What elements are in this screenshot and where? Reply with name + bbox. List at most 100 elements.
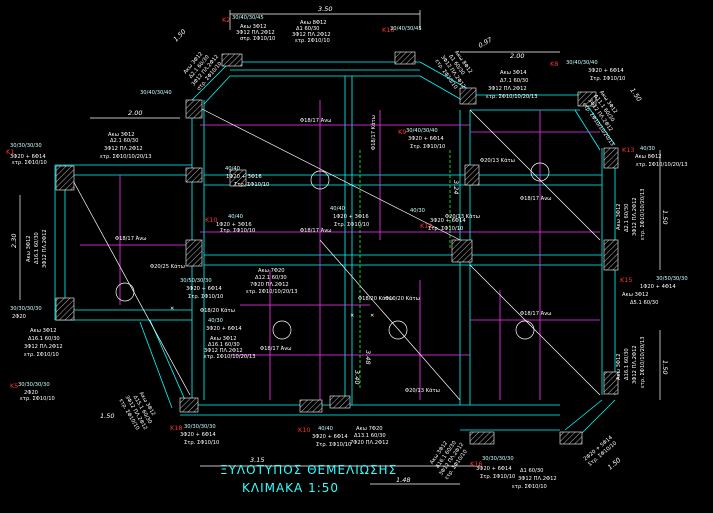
rebar-label: Φ18/17 Άνω (260, 345, 292, 352)
svg-text:K5: K5 (10, 382, 18, 390)
beam-k2: K2 30/40/30/45 Ακω 3Φ12 3Φ12 ΠΛ.2Φ12 στρ… (222, 15, 275, 42)
svg-text:ετρ. ΣΦ10/10/20/13: ετρ. ΣΦ10/10/20/13 (204, 354, 256, 360)
column-k7 (185, 239, 203, 267)
beam-k12: K12 40/30 3Φ20 + 6Φ14 Στρ. ΣΦ10/10 (410, 208, 466, 232)
svg-text:3Φ20 + 6Φ14: 3Φ20 + 6Φ14 (10, 154, 46, 160)
svg-text:K13: K13 (622, 146, 635, 154)
column-k10 (299, 399, 323, 413)
svg-text:3Φ20 + 6Φ14: 3Φ20 + 6Φ14 (476, 466, 512, 472)
svg-text:ετρ. ΣΦ10/10/20/13: ετρ. ΣΦ10/10/20/13 (486, 94, 538, 100)
svg-text:3Φ12 ΠΛ.2Φ12: 3Φ12 ΠΛ.2Φ12 (292, 32, 331, 38)
marker-circle (388, 320, 408, 340)
beam-k11: 40/40 1Φ20 + 3Φ16 Στρ. ΣΦ10/10 (330, 206, 369, 228)
svg-text:30/30/30/30: 30/30/30/30 (184, 424, 216, 430)
svg-text:Στρ. ΣΦ10/10: Στρ. ΣΦ10/10 (220, 228, 255, 234)
svg-text:Ακω 8Φ12: Ακω 8Φ12 (635, 154, 662, 160)
drawing-title: ΞΥΛΟΤΥΠΟΣ ΘΕΜΕΛΙΩΣΗΣ ΚΛΙΜΑΚΑ 1:50 (220, 463, 396, 495)
beam-k9: K9 30/40/30/40 3Φ20 + 6Φ14 Στρ. ΣΦ10/10 (398, 128, 445, 150)
svg-text:Ακω 7Φ20: Ακω 7Φ20 (258, 268, 285, 274)
column-k17 (603, 371, 619, 395)
svg-text:✕: ✕ (170, 306, 174, 312)
svg-text:ετρ. ΣΦ10/10: ετρ. ΣΦ10/10 (295, 38, 330, 44)
column-k2 (221, 53, 243, 67)
svg-text:30/30/30/30: 30/30/30/30 (18, 382, 50, 388)
column-k1 (55, 165, 75, 191)
svg-text:30/40/30/40: 30/40/30/40 (566, 60, 598, 66)
title-line2: ΚΛΙΜΑΚΑ 1:50 (242, 481, 339, 495)
foundation-beams (54, 61, 616, 441)
beam-k14: K15 30/50/30/30 1Φ20 + 4Φ14 Ακω 3Φ12 Δ5.… (620, 276, 688, 306)
svg-text:3Φ12 ΠΛ.2Φ12: 3Φ12 ΠΛ.2Φ12 (104, 146, 143, 152)
svg-text:3Φ12 ΠΛ.2Φ12: 3Φ12 ΠΛ.2Φ12 (204, 348, 243, 354)
rebar-label: Φ18/17 Άνω (300, 227, 332, 234)
rebar-label: Φ20/13 Κάτω (405, 387, 440, 394)
dim-bottom2: 1.48 (396, 476, 410, 484)
marker-circle (115, 282, 135, 302)
svg-text:ετρ. ΣΦ10/10/20/13: ετρ. ΣΦ10/10/20/13 (640, 336, 646, 388)
svg-text:30/30/30/30: 30/30/30/30 (10, 306, 42, 312)
dim-mid1: 3.48 (364, 350, 372, 364)
svg-text:K2: K2 (222, 16, 230, 24)
svg-text:3Φ12 ΠΛ.2Φ12: 3Φ12 ΠΛ.2Φ12 (518, 476, 557, 482)
svg-text:1Φ20 + 3Φ16: 1Φ20 + 3Φ16 (226, 174, 262, 180)
svg-text:1Φ20 + 3Φ16: 1Φ20 + 3Φ16 (216, 222, 252, 228)
dim-top-left: 1.50 (172, 28, 188, 44)
svg-text:Δ7.1 60/30: Δ7.1 60/30 (500, 78, 528, 84)
column-k11 (469, 431, 495, 445)
svg-text:40/30: 40/30 (640, 146, 655, 152)
svg-text:✕: ✕ (370, 313, 374, 319)
svg-text:3Φ12 ΠΛ.2Φ12: 3Φ12 ΠΛ.2Φ12 (42, 229, 48, 268)
svg-text:Ακω 3Φ12: Ακω 3Φ12 (30, 328, 57, 334)
beam-k16: K16 30/40/30/45 Ακω 8Φ12 Δ1 60/30 3Φ12 Π… (292, 20, 422, 44)
column-k9 (451, 239, 473, 263)
beam-k4: 30/30/30/30 2Φ20 Ακω 3Φ12 Δ16.1 60/30 3Φ… (10, 306, 63, 358)
svg-text:Δ1 60/30: Δ1 60/30 (520, 468, 543, 474)
marker-circle (310, 170, 330, 190)
svg-text:Στρ. ΣΦ10/10: Στρ. ΣΦ10/10 (334, 222, 369, 228)
dim-bottom: 3.15 (250, 456, 264, 464)
svg-text:Δ13.1 60/30: Δ13.1 60/30 (354, 433, 386, 439)
beam-k1-vert: Ακω 3Φ12 Δ16.1 60/30 3Φ12 ΠΛ.2Φ12 (26, 229, 48, 268)
dim-bottom-left: 1.50 (100, 412, 114, 420)
column-k6 (185, 167, 203, 183)
svg-text:40/40: 40/40 (228, 214, 243, 220)
svg-text:3Φ20 + 6Φ14: 3Φ20 + 6Φ14 (206, 326, 242, 332)
dim-right-top: 1.50 (628, 87, 643, 103)
svg-text:Δ16.1 60/30: Δ16.1 60/30 (624, 348, 630, 380)
beam-k6: 40/40 1Φ20 + 3Φ16 Στρ. ΣΦ10/10 (225, 166, 269, 188)
svg-text:ετρ. ΣΦ10/10: ετρ. ΣΦ10/10 (12, 160, 47, 166)
svg-text:ετρ. ΣΦ10/10/20/13: ετρ. ΣΦ10/10/20/13 (246, 289, 298, 295)
svg-text:Ακω 3Φ12: Ακω 3Φ12 (616, 353, 622, 380)
dim-top-right2: 2.00 (510, 52, 524, 60)
svg-text:Δ16.1 60/30: Δ16.1 60/30 (28, 336, 60, 342)
svg-text:7Φ20 ΠΛ.2Φ12: 7Φ20 ΠΛ.2Φ12 (350, 440, 389, 446)
beam-k7: 30/50/30/30 3Φ20 + 6Φ14 Στρ. ΣΦ10/10 Ακω… (180, 268, 298, 300)
svg-text:ετρ. ΣΦ10/10: ετρ. ΣΦ10/10 (512, 484, 547, 490)
svg-text:ετρ. ΣΦ10/10/20/13: ετρ. ΣΦ10/10/20/13 (640, 188, 646, 240)
svg-text:K18: K18 (170, 424, 183, 432)
svg-text:3Φ20 + 6Φ14: 3Φ20 + 6Φ14 (186, 286, 222, 292)
svg-text:Δ5.1 60/30: Δ5.1 60/30 (630, 300, 658, 306)
svg-text:Στρ. ΣΦ10/10: Στρ. ΣΦ10/10 (410, 144, 445, 150)
svg-text:30/40/30/45: 30/40/30/45 (390, 26, 422, 32)
svg-text:K10: K10 (205, 216, 218, 224)
marker-circle (515, 320, 535, 340)
svg-text:7Φ20 ΠΛ.2Φ12: 7Φ20 ΠΛ.2Φ12 (250, 282, 289, 288)
svg-text:3Φ12 ΠΛ.2Φ12: 3Φ12 ΠΛ.2Φ12 (24, 344, 63, 350)
rebar-label: Φ18/17 Άνω (520, 195, 552, 202)
beam-k17: 40/30 3Φ20 + 6Φ14 Ακω 3Φ12 Δ16.1 60/30 3… (204, 318, 256, 360)
rebar-lines (80, 100, 600, 400)
dim-left-side: 2.30 (10, 234, 18, 248)
svg-text:30/40/30/45: 30/40/30/45 (232, 15, 264, 21)
rebar-label: Φ18/17 Άνω (520, 310, 552, 317)
svg-text:Δ16.1 60/30: Δ16.1 60/30 (208, 342, 240, 348)
rebar-label: Φ18/20 Κάτω (200, 307, 235, 314)
column-k8a (459, 87, 477, 105)
svg-text:40/40: 40/40 (318, 426, 333, 432)
svg-text:K12: K12 (420, 222, 433, 230)
column-k4 (55, 297, 75, 321)
column-k14 (603, 239, 619, 271)
svg-text:30/40/30/40: 30/40/30/40 (406, 128, 438, 134)
